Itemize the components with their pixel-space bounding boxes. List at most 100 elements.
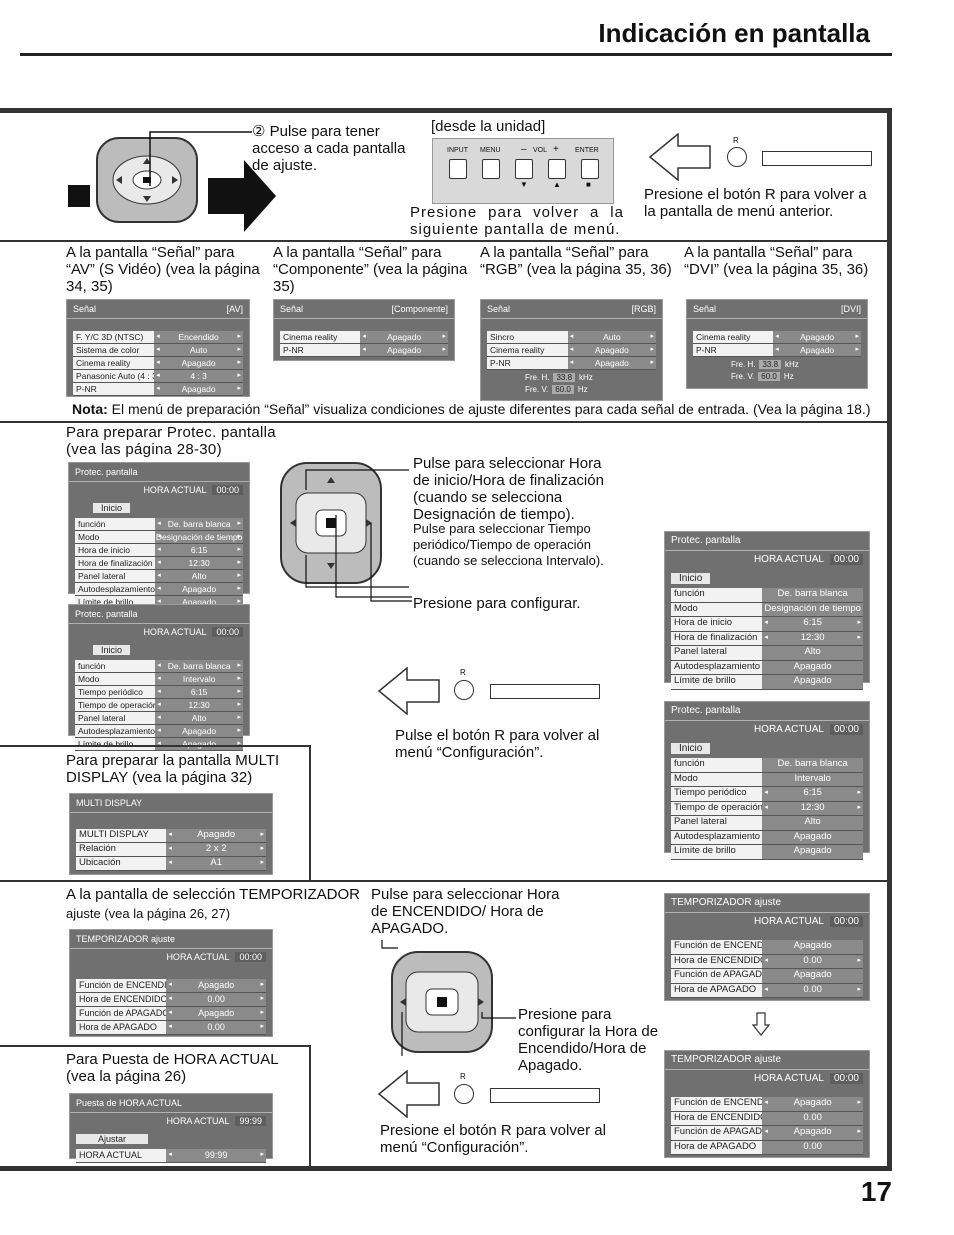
menu-button[interactable] (482, 159, 500, 179)
signal-rgb-caption: A la pantalla “Señal” para “RGB” (vea la… (480, 244, 672, 278)
list-item: Tiempo periódico6:15 (75, 686, 243, 699)
r-button[interactable] (454, 680, 474, 700)
signal-rgb-menu: Señal[RGB] SincroAuto Cinema realityApag… (480, 299, 663, 401)
list-item: SincroAuto (487, 331, 656, 344)
list-item: Hora de finalización12:30 (671, 631, 863, 646)
display-bar (490, 684, 600, 699)
protec-caption: Para preparar Protec. pantalla (vea las … (66, 424, 276, 458)
list-item: P-NRApagado (487, 357, 656, 370)
nota-text: Nota: El menú de preparación “Señal” vis… (72, 401, 871, 417)
signal-dvi-menu: Señal[DVI] Cinema realityApagado P-NRApa… (686, 299, 868, 389)
list-item: Cinema realityApagado (487, 344, 656, 357)
signal-component-caption: A la pantalla “Señal” para “Componente” … (273, 244, 468, 295)
clock-caption: Para Puesta de HORA ACTUAL (vea la págin… (66, 1051, 279, 1085)
list-item: Tiempo de operación12:30 (75, 699, 243, 712)
list-item: Cinema realityApagado (73, 357, 243, 370)
left-arrow-outline-icon (377, 1070, 440, 1118)
signal-av-caption: A la pantalla “Señal” para “AV” (S Vidéo… (66, 244, 260, 295)
list-item: Tiempo periódico6:15 (671, 787, 863, 802)
frame-right (887, 108, 892, 1171)
protec-configure: Presione para configurar. (413, 595, 581, 612)
timer-select: Pulse para seleccionar Hora de ENCENDIDO… (371, 886, 560, 937)
list-item: P-NRApagado (280, 344, 448, 357)
list-item: Función de ENCENDIDOApagado (671, 940, 863, 955)
list-item: Función de ENCENDIDOApagado (76, 979, 266, 993)
cursor-pad-icon (96, 137, 198, 223)
list-item: Función de ENCENDIDOApagado (671, 1097, 863, 1112)
list-item: P-NRApagado (73, 383, 243, 396)
timer-caption-b: ajuste (vea la página 26, 27) (66, 906, 231, 921)
vol-down-button[interactable] (515, 159, 533, 179)
step2-text: ② Pulse para tener acceso a cada pantall… (252, 123, 406, 174)
unit-label: [desde la unidad] (431, 118, 546, 135)
cursor-pad-protec-icon (280, 462, 409, 588)
display-bar (762, 151, 872, 166)
list-item: P-NRApagado (693, 344, 861, 357)
list-item: MULTI DISPLAYApagado (76, 829, 266, 843)
enter-button[interactable] (581, 159, 599, 179)
vol-up-button[interactable] (548, 159, 566, 179)
list-item: Cinema realityApagado (693, 331, 861, 344)
list-item: Cinema realityApagado (280, 331, 448, 344)
protec-r-back: Pulse el botón R para volver al menú “Co… (395, 727, 600, 761)
list-item: Hora de finalización12:30 (75, 557, 243, 570)
down-arrow-outline-icon (752, 1012, 770, 1036)
list-item: Relación2 x 2 (76, 843, 266, 857)
r-back-text: Presione el botón R para volver a la pan… (644, 186, 867, 220)
list-item: Sistema de colorAuto (73, 344, 243, 357)
right-arrow-icon (208, 160, 276, 232)
input-button[interactable] (449, 159, 467, 179)
multi-display-menu: MULTI DISPLAY MULTI DISPLAYApagado Relac… (69, 793, 273, 875)
list-item: UbicaciónA1 (76, 857, 266, 871)
page-number: 17 (860, 1176, 892, 1207)
list-item: Tiempo de operación12:30 (671, 801, 863, 816)
cursor-pad-timer-icon (381, 940, 516, 1056)
signal-av-menu: Señal[AV] F. Y/C 3D (NTSC)Encendido Sist… (66, 299, 250, 397)
display-bar (490, 1088, 600, 1103)
timer-configure: Presione para configurar la Hora de Ence… (518, 1006, 659, 1074)
selector-square-icon (68, 185, 90, 207)
clock-r-back: Presione el botón R para volver al menú … (380, 1122, 606, 1156)
timer-caption-a: A la pantalla de selección TEMPORIZADOR (66, 886, 361, 903)
signal-dvi-caption: A la pantalla “Señal” para “DVI” (vea la… (684, 244, 869, 278)
title-rule (20, 53, 892, 56)
left-arrow-outline-icon (648, 133, 711, 181)
r-button[interactable] (454, 1084, 474, 1104)
r-button[interactable] (727, 147, 747, 167)
list-item: Hora de inicio6:15 (671, 617, 863, 632)
page-title: Indicación en pantalla (598, 18, 870, 48)
protec-select-a: Pulse para seleccionar Hora de inicio/Ho… (413, 455, 604, 523)
unit-panel: INPUT MENU – VOL + ENTER ▼ ▲ ■ (432, 138, 614, 204)
list-item: Hora de inicio6:15 (75, 544, 243, 557)
